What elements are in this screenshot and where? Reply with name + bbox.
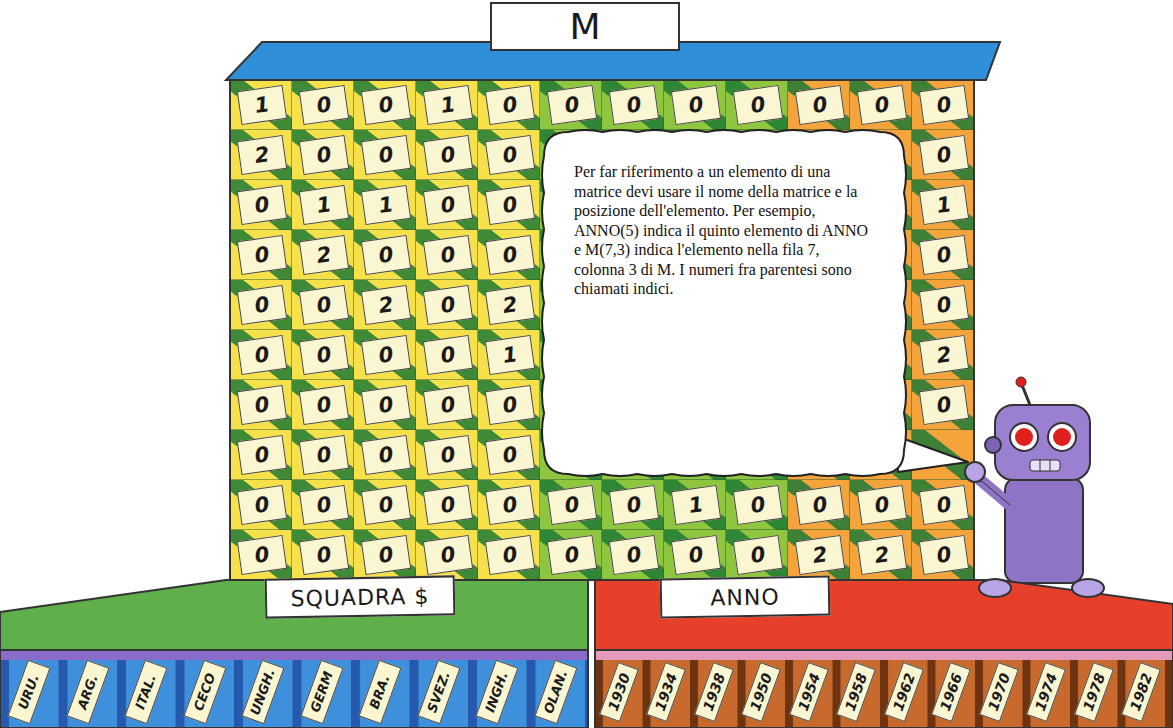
matrix-cell-value: 0 xyxy=(299,485,349,525)
matrix-cell-value: 0 xyxy=(919,485,969,525)
matrix-cell-value: 1 xyxy=(671,485,721,525)
matrix-cell-value: 0 xyxy=(609,85,659,125)
matrix-cell-value: 0 xyxy=(237,285,287,325)
matrix-cell-value: 0 xyxy=(609,535,659,575)
matrix-cell-value: 0 xyxy=(361,385,411,425)
matrix-cell-value: 1 xyxy=(299,185,349,225)
matrix-cell-value: 0 xyxy=(485,85,535,125)
matrix-cell-value: 2 xyxy=(299,235,349,275)
matrix-cell-value: 0 xyxy=(237,335,287,375)
label-text: M xyxy=(569,6,600,47)
matrix-cell-value: 0 xyxy=(299,85,349,125)
matrix-cell-value: 0 xyxy=(361,485,411,525)
bubble-tail xyxy=(896,436,968,472)
matrix-cell-value: 0 xyxy=(857,85,907,125)
matrix-cell-value: 0 xyxy=(919,235,969,275)
matrix-cell-value: 0 xyxy=(423,535,473,575)
matrix-cell-value: 0 xyxy=(733,535,783,575)
matrix-cell-value: 0 xyxy=(423,185,473,225)
array-name-label: SQUADRA $ xyxy=(265,575,456,618)
matrix-cell-value: 0 xyxy=(795,485,845,525)
matrix-cell-value: 0 xyxy=(485,485,535,525)
matrix-cell-value: 0 xyxy=(919,385,969,425)
label-text: ANNO xyxy=(710,584,780,610)
matrix-cell-value: 0 xyxy=(423,235,473,275)
matrix-cell-value: 0 xyxy=(733,85,783,125)
matrix-cell-value: 0 xyxy=(299,335,349,375)
matrix-cell-value: 0 xyxy=(299,285,349,325)
matrix-cell-value: 0 xyxy=(919,535,969,575)
robot-figure xyxy=(965,377,1090,583)
matrix-cell-value: 0 xyxy=(857,485,907,525)
matrix-cell-value: 0 xyxy=(237,435,287,475)
matrix-cell-value: 2 xyxy=(857,535,907,575)
bubble-text: Per far riferimento a un elemento di una… xyxy=(540,128,874,299)
matrix-cabinet xyxy=(226,42,1000,580)
matrix-cell-value: 0 xyxy=(485,185,535,225)
matrix-cell-value: 1 xyxy=(237,85,287,125)
matrix-cell-value: 0 xyxy=(299,435,349,475)
matrix-cell-value: 0 xyxy=(671,535,721,575)
bubble-outline xyxy=(540,128,908,478)
matrix-cell-value: 0 xyxy=(299,135,349,175)
matrix-cell-value: 0 xyxy=(423,435,473,475)
matrix-cell-value: 0 xyxy=(547,535,597,575)
matrix-cell-value: 0 xyxy=(299,535,349,575)
speech-bubble: Per far riferimento a un elemento di una… xyxy=(540,128,908,478)
matrix-cell-value: 0 xyxy=(485,385,535,425)
matrix-cell-value: 0 xyxy=(361,335,411,375)
matrix-cell-value: 0 xyxy=(423,135,473,175)
matrix-cell-value: 2 xyxy=(361,285,411,325)
matrix-cell-value: 1 xyxy=(361,185,411,225)
matrix-cell-value: 2 xyxy=(237,135,287,175)
matrix-cell-value: 0 xyxy=(237,235,287,275)
matrix-cell-value: 0 xyxy=(609,485,659,525)
label-text: SQUADRA $ xyxy=(290,583,429,610)
matrix-cell-value: 0 xyxy=(423,285,473,325)
matrix-cell-value: 0 xyxy=(361,135,411,175)
matrix-cell-value: 0 xyxy=(361,85,411,125)
matrix-cell-value: 2 xyxy=(485,285,535,325)
matrix-cell-value: 0 xyxy=(485,535,535,575)
matrix-cell-value: 0 xyxy=(919,285,969,325)
matrix-cell-value: 0 xyxy=(237,485,287,525)
matrix-cell-value: 0 xyxy=(423,335,473,375)
matrix-cell-value: 0 xyxy=(547,485,597,525)
matrix-cell-value: 0 xyxy=(919,135,969,175)
matrix-cell-value: 0 xyxy=(237,535,287,575)
matrix-cell-value: 0 xyxy=(299,385,349,425)
matrix-name-label: M xyxy=(490,2,680,51)
matrix-cell-value: 0 xyxy=(423,385,473,425)
matrix-cell-value: 0 xyxy=(671,85,721,125)
matrix-cell-value: 0 xyxy=(361,435,411,475)
matrix-cell-value: 2 xyxy=(919,335,969,375)
matrix-cell-value: 0 xyxy=(485,235,535,275)
matrix-cell-value: 1 xyxy=(485,335,535,375)
matrix-cell-value: 0 xyxy=(485,435,535,475)
matrix-cell-value: 0 xyxy=(919,85,969,125)
matrix-cell-value: 0 xyxy=(733,485,783,525)
matrix-cell-value: 0 xyxy=(547,85,597,125)
array-name-label: ANNO xyxy=(660,576,831,619)
matrix-cell-value: 1 xyxy=(919,185,969,225)
matrix-cell-value: 0 xyxy=(423,485,473,525)
matrix-cell-value: 0 xyxy=(237,185,287,225)
bubble-outline-path xyxy=(542,130,906,476)
matrix-cell-value: 0 xyxy=(237,385,287,425)
matrix-cell-value: 2 xyxy=(795,535,845,575)
matrix-cell-value: 0 xyxy=(361,535,411,575)
matrix-cell-value: 0 xyxy=(485,135,535,175)
array-cabinets xyxy=(0,579,1173,728)
matrix-cell-value: 0 xyxy=(361,235,411,275)
matrix-cell-value: 0 xyxy=(795,85,845,125)
matrix-cell-value: 1 xyxy=(423,85,473,125)
